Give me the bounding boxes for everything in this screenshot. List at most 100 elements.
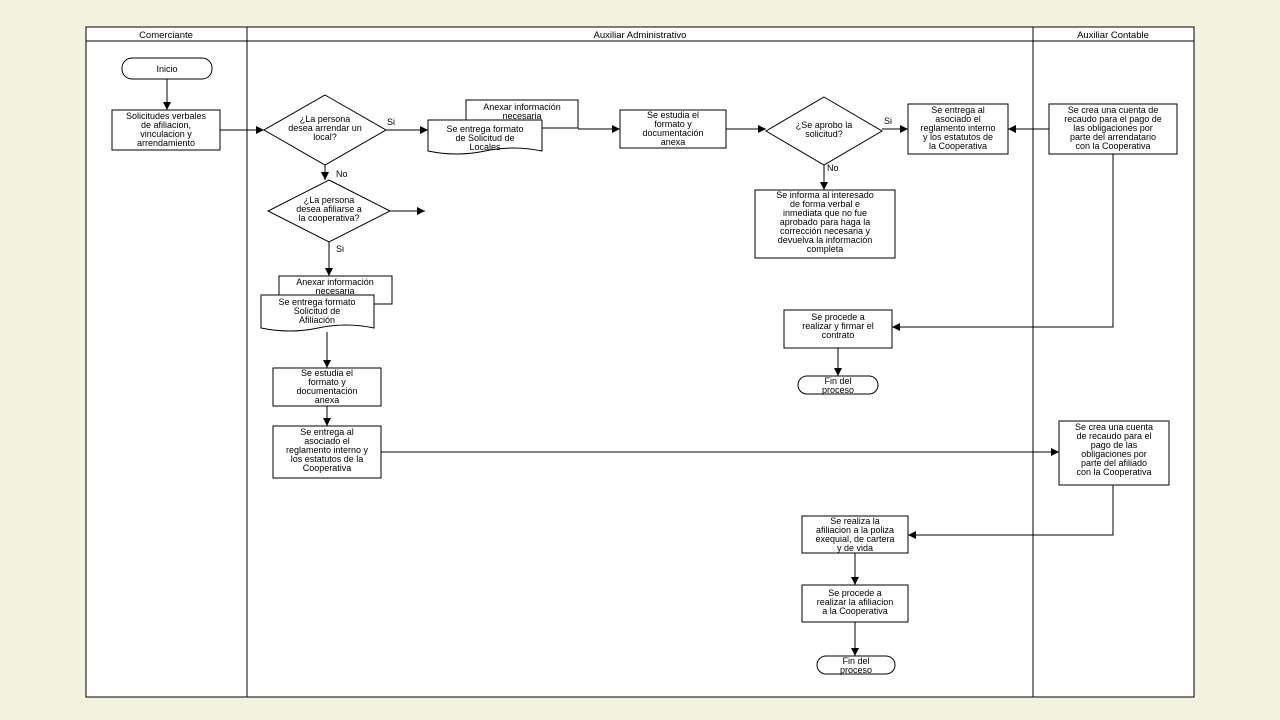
node-informa-interesado-line-2: de forma verbal e [790, 199, 860, 209]
lane-auxiliar-contable-header: Auxiliar Contable [1077, 30, 1149, 41]
node-realizar-afiliacion-line-1: Se procede a [828, 588, 882, 598]
node-anexar-locales-line-2: necesaria [502, 111, 541, 121]
node-entrega-reglamento-afiliacion-line-5: Cooperativa [303, 463, 352, 473]
realizar-afiliacion-box [801, 584, 909, 623]
entrega-reglamento-locales-box [907, 103, 1009, 155]
node-formato-locales-line-1: Se entrega formato [446, 124, 523, 134]
node-anexar-afiliacion-line-1: Anexar información [296, 277, 374, 287]
node-estudia-locales-line-3: documentación [642, 128, 703, 138]
node-informa-interesado-line-6: devuelva la información [778, 235, 873, 245]
node-informa-interesado-line-5: corrección necesaria y [780, 226, 871, 236]
node-informa-interesado-line-7: completa [807, 244, 844, 254]
node-contrato-line-2: realizar y firmar el [802, 321, 874, 331]
formato-locales-doc [427, 119, 543, 155]
lane-comerciante-header: Comerciante [139, 30, 193, 41]
node-solicitudes-line-2: de afiliacion, [141, 120, 191, 130]
node-realizar-afiliacion-line-2: realizar la afiliacion [817, 597, 894, 607]
edge-cuenta-poliza [908, 485, 1114, 539]
node-cuenta-afiliado-line-4: obligaciones por [1081, 449, 1147, 459]
node-cuenta-arrendatario-line-3: las obligaciones por [1073, 123, 1153, 133]
node-estudia-afiliacion-line-3: documentación [296, 386, 357, 396]
node-entrega-reglamento-afiliacion-line-4: los estatutos de la [291, 454, 364, 464]
fin-terminal-2 [816, 655, 896, 675]
formato-afiliacion-doc [260, 294, 375, 332]
node-informa-interesado-line-1: Se informa al interesado [776, 190, 874, 200]
label-si-aprobo: Si [884, 116, 892, 126]
node-cuenta-arrendatario-line-2: recaudo para el pago de [1064, 114, 1162, 124]
label-no-aprobo: No [827, 163, 839, 173]
label-si-arrendar: Si [387, 117, 395, 127]
node-entrega-reglamento-afiliacion-line-2: asociado el [304, 436, 350, 446]
node-informa-interesado-line-4: aprobado para haga la [780, 217, 871, 227]
node-entrega-reglamento-locales-line-1: Se entrega al [931, 105, 985, 115]
informa-interesado-box [754, 189, 896, 259]
label-si-afiliarse: Si [336, 244, 344, 254]
lane-auxiliar-administrativo-header: Auxiliar Administrativo [594, 30, 687, 41]
node-solicitudes-line-1: Solicitudes verbales [126, 111, 207, 121]
node-decision-arrendar-line-3: local? [313, 132, 337, 142]
node-entrega-reglamento-afiliacion-line-1: Se entrega al [300, 427, 354, 437]
node-decision-arrendar-line-2: desea arrendar un [288, 123, 362, 133]
node-decision-aprobo-line-1: ¿Se aprobo la [796, 120, 853, 130]
node-entrega-reglamento-locales-line-3: reglamento interno [920, 123, 995, 133]
node-entrega-reglamento-locales-line-5: la Cooperativa [929, 141, 987, 151]
node-decision-afiliarse-line-2: desea afiliarse a [296, 204, 362, 214]
node-fin-2-line-1: Fin del [842, 656, 869, 666]
node-formato-afiliacion-line-2: Solicitud de [294, 306, 341, 316]
node-entrega-reglamento-locales-line-4: y los estatutos de [923, 132, 993, 142]
estudia-locales-box [619, 109, 727, 149]
node-poliza-line-3: exequial, de cartera [815, 534, 894, 544]
node-formato-locales-line-2: de Solicitud de [455, 133, 514, 143]
node-cuenta-afiliado-line-6: con la Cooperativa [1076, 467, 1151, 477]
node-realizar-afiliacion-line-3: a la Cooperativa [822, 606, 888, 616]
node-formato-locales-line-3: Locales [469, 142, 501, 152]
node-cuenta-afiliado-line-3: pago de las [1091, 440, 1138, 450]
node-cuenta-afiliado-line-5: parte del afiliado [1081, 458, 1147, 468]
node-cuenta-arrendatario-line-5: con la Cooperativa [1075, 141, 1150, 151]
node-estudia-afiliacion-line-1: Se estudia el [301, 368, 353, 378]
cuenta-arrendatario-box [1048, 103, 1178, 155]
node-informa-interesado-line-3: inmediata que no fue [783, 208, 867, 218]
node-inicio-line-1: Inicio [156, 64, 177, 74]
connectors [163, 79, 1114, 656]
node-solicitudes-line-3: vinculacion y [140, 129, 192, 139]
node-estudia-afiliacion-line-4: anexa [315, 395, 340, 405]
node-estudia-afiliacion-line-2: formato y [308, 377, 346, 387]
node-poliza-line-1: Se realiza la [830, 516, 880, 526]
node-cuenta-arrendatario-line-1: Se crea una cuenta de [1068, 105, 1159, 115]
node-fin-1-line-2: proceso [822, 385, 854, 395]
node-contrato-line-3: contrato [822, 330, 855, 340]
node-estudia-locales-line-4: anexa [661, 137, 686, 147]
edge-labels: Si No Si No Si [336, 116, 892, 254]
node-poliza-line-2: afiliacion a la poliza [816, 525, 894, 535]
solicitudes-box [111, 109, 221, 151]
node-estudia-locales-line-2: formato y [654, 119, 692, 129]
node-entrega-reglamento-afiliacion-line-3: reglamento interno y [286, 445, 369, 455]
node-decision-afiliarse-line-3: la cooperativa? [298, 213, 359, 223]
poliza-box [801, 515, 909, 554]
entrega-reglamento-afiliacion-box [272, 425, 382, 479]
node-formato-afiliacion-line-3: Afiliación [299, 315, 335, 325]
node-anexar-locales-line-1: Anexar información [483, 102, 561, 112]
node-contrato-line-1: Se procede a [811, 312, 865, 322]
label-no-arrendar: No [336, 169, 348, 179]
cuenta-afiliado-box [1058, 420, 1170, 486]
node-poliza-line-4: y de vida [837, 543, 873, 553]
node-decision-afiliarse-line-1: ¿La persona [304, 195, 355, 205]
node-decision-arrendar-line-1: ¿La persona [300, 114, 351, 124]
node-cuenta-arrendatario-line-4: parte del arrendatario [1070, 132, 1156, 142]
node-cuenta-afiliado-line-2: de recaudo para el [1076, 431, 1151, 441]
node-decision-aprobo-line-2: solicitud? [805, 129, 843, 139]
shapes [111, 57, 1178, 675]
node-entrega-reglamento-locales-line-2: asociado el [935, 114, 981, 124]
node-formato-afiliacion-line-1: Se entrega formato [278, 297, 355, 307]
node-anexar-afiliacion-line-2: necesaria [315, 286, 354, 296]
node-solicitudes-line-4: arrendamiento [137, 138, 195, 148]
node-estudia-locales-line-1: Se estudia el [647, 110, 699, 120]
estudia-afiliacion-box [272, 367, 382, 407]
node-fin-2-line-2: proceso [840, 665, 872, 675]
node-fin-1-line-1: Fin del [824, 376, 851, 386]
node-cuenta-afiliado-line-1: Se crea una cuenta [1075, 422, 1153, 432]
